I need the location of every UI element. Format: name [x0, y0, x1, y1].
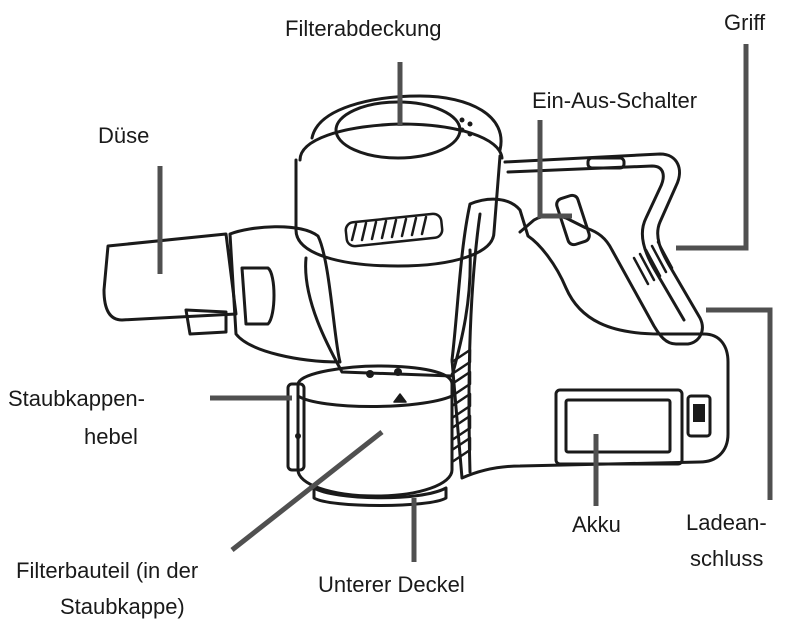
power-switch-trigger [555, 193, 591, 247]
battery-pack [554, 388, 684, 466]
nozzle-latch [184, 308, 228, 336]
motor-waist [304, 248, 472, 378]
leader-charging-port [706, 307, 773, 500]
label-dust-cup-lever-line1: Staubkappen- [8, 386, 145, 411]
cyclone-vents [344, 212, 444, 248]
handle-inner [506, 164, 686, 322]
leader-filter-part [230, 430, 384, 552]
label-charging-port-line2: schluss [690, 546, 764, 571]
dust-cup [296, 364, 454, 498]
handle-top-button [586, 156, 626, 170]
leader-lines [157, 44, 773, 562]
leader-handle [676, 44, 749, 251]
label-power-switch: Ein-Aus-Schalter [532, 88, 698, 113]
handle-grip [503, 152, 704, 346]
cyclone-head [294, 154, 502, 268]
filter-cover-rim [310, 94, 503, 152]
nozzle-collar [228, 225, 342, 364]
label-dust-cup-lever-line2: hebel [84, 424, 138, 449]
filter-cover-dots [459, 117, 473, 137]
nozzle-clip [240, 266, 276, 326]
label-charging-port-line1: Ladean- [686, 510, 767, 535]
nozzle-tube [102, 232, 238, 322]
label-filter-part-line1: Filterbauteil (in der [16, 558, 199, 583]
waist-dots [366, 368, 402, 378]
handle-grip-vents [632, 240, 674, 286]
label-bottom-cover: Unterer Deckel [318, 572, 465, 597]
body-vents [450, 348, 472, 464]
label-filter-part-line2: Staubkappe) [60, 594, 185, 619]
dust-cup-lever [286, 382, 306, 472]
label-filter-cover: Filterabdeckung [285, 16, 442, 41]
battery-window [564, 398, 672, 454]
label-battery: Akku [572, 512, 621, 537]
charging-port [686, 394, 712, 438]
main-body [450, 197, 730, 480]
leader-power-switch [537, 120, 572, 219]
label-handle: Griff [724, 10, 766, 35]
bottom-cover [312, 486, 448, 507]
label-nozzle: Düse [98, 123, 150, 148]
dust-cup-arrow [393, 393, 407, 403]
